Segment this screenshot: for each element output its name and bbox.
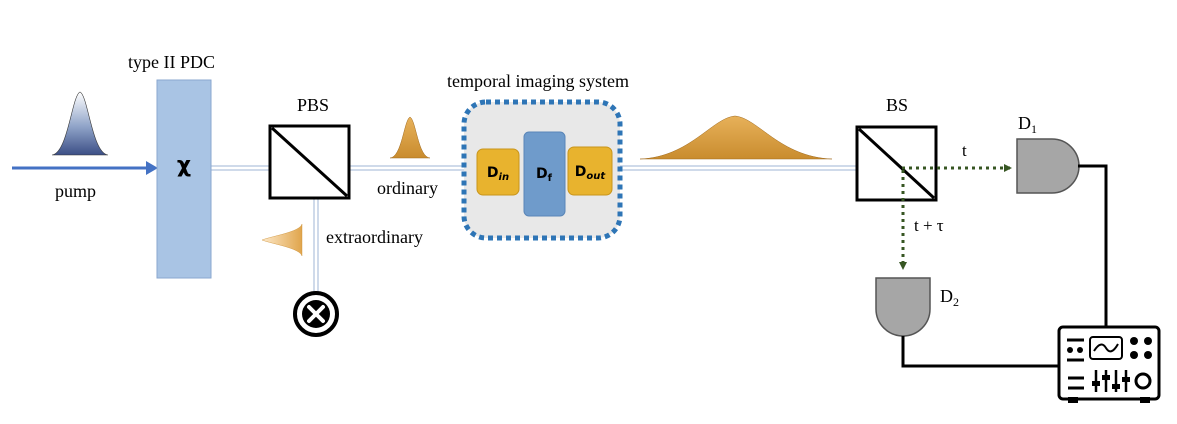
cable-d2: [901, 336, 1060, 368]
pbs-label: PBS: [297, 95, 329, 115]
cable-d1: [1078, 164, 1108, 328]
svg-text:Df: Df: [536, 166, 553, 184]
d-f-box: Df: [523, 131, 566, 217]
bs-cube: [855, 125, 938, 202]
detector-d1-icon: [1016, 138, 1080, 194]
svg-text:Dout: Dout: [575, 164, 607, 182]
tis-label: temporal imaging system: [447, 71, 629, 91]
t-tau-label: t + τ: [914, 216, 944, 235]
detector-d2-icon: [875, 277, 931, 337]
coincidence-counter-icon: [1057, 325, 1161, 403]
svg-text:D1: D1: [1018, 113, 1037, 136]
pump-label: pump: [55, 181, 96, 201]
crystal-symbol: χ: [177, 153, 191, 178]
pump-pulse-icon: [51, 91, 109, 156]
pdc-crystal: [156, 79, 212, 279]
d2-sub: 2: [953, 295, 959, 309]
svg-text:D2: D2: [940, 286, 959, 309]
ordinary-label: ordinary: [377, 178, 438, 198]
pbs-cube: [268, 124, 351, 200]
d-in-box: Din: [476, 148, 520, 196]
d-f-label: D: [536, 166, 548, 182]
d-f-sub: f: [548, 173, 553, 184]
output-pulse-icon: [639, 115, 833, 160]
pdc-label: type II PDC: [128, 52, 215, 72]
d-in-sub: in: [499, 172, 510, 183]
d2-label: D: [940, 286, 953, 306]
bs-label: BS: [886, 95, 908, 115]
svg-text:Din: Din: [487, 165, 509, 183]
d-out-sub: out: [586, 171, 606, 182]
extraordinary-pulse-icon: [261, 223, 303, 257]
t-label: t: [962, 141, 967, 160]
d1-sub: 1: [1031, 122, 1037, 136]
d1-label: D: [1018, 113, 1031, 133]
pump-arrow-head: [146, 161, 158, 175]
beam-block-icon: [293, 291, 339, 337]
d-out-box: Dout: [567, 146, 613, 196]
d-out-label: D: [575, 164, 587, 180]
extraordinary-label: extraordinary: [326, 227, 423, 247]
d-in-label: D: [487, 165, 499, 181]
ordinary-pulse-icon: [389, 116, 431, 159]
